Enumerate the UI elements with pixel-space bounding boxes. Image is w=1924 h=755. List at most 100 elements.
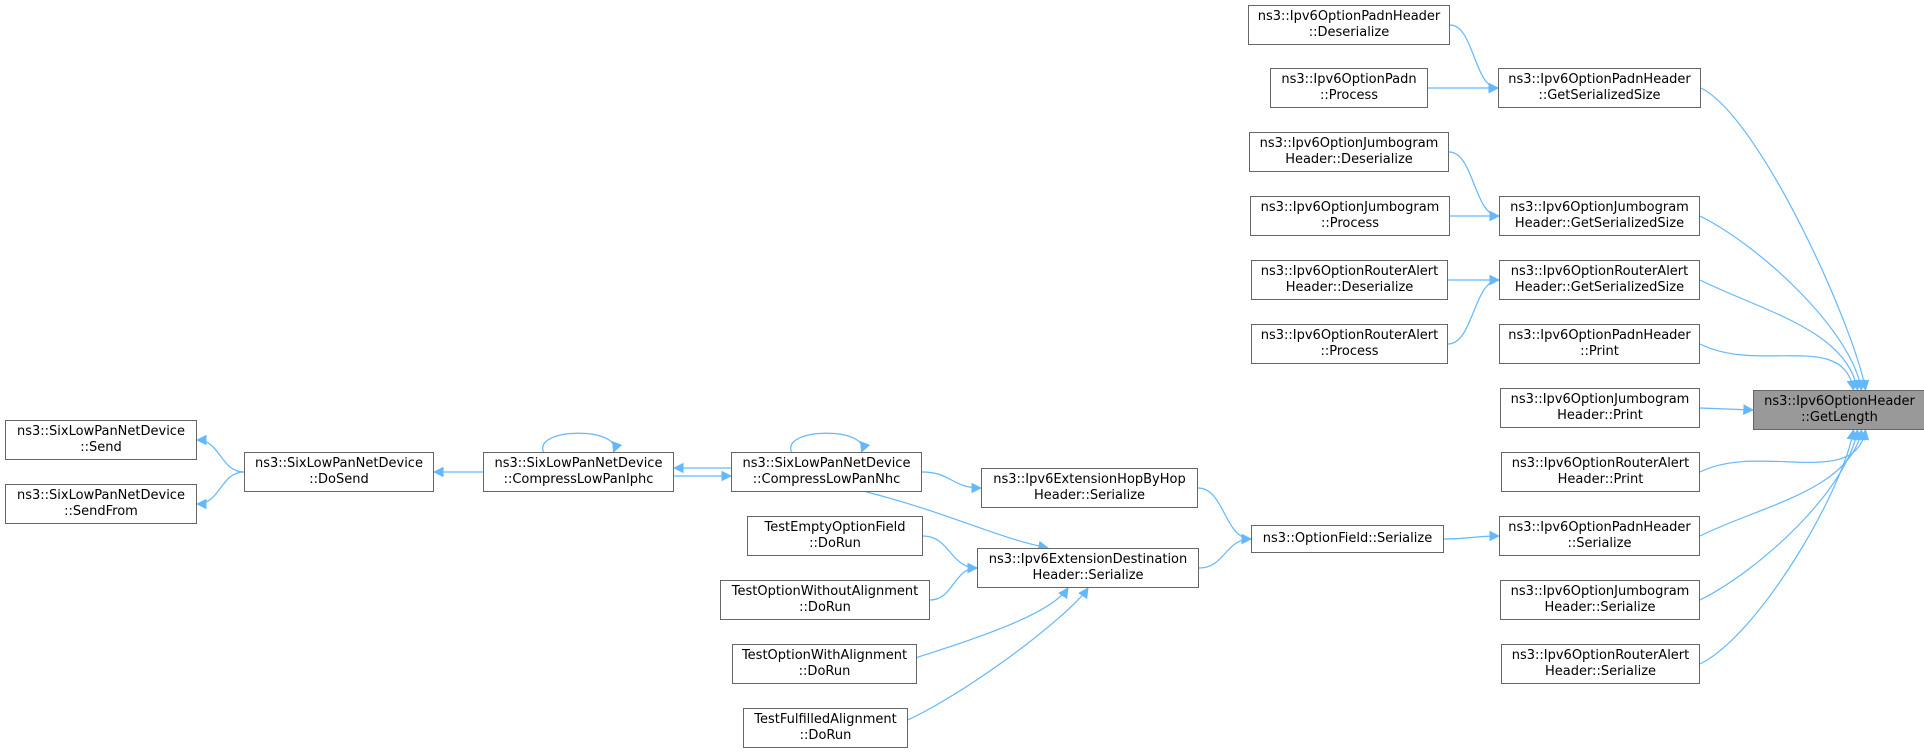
node-test-fulfilled-alignment[interactable]: TestFulfilledAlignment::DoRun [743,708,908,748]
node-send-from[interactable]: ns3::SixLowPanNetDevice::SendFrom [5,484,197,524]
node-label-line: ns3::Ipv6OptionRouterAlert [1511,456,1690,471]
node-label-line: ns3::Ipv6OptionPadnHeader [1508,328,1691,343]
node-label-line: ::SendFrom [64,504,138,519]
node-label-line: ns3::SixLowPanNetDevice [255,456,423,471]
node-label-line: ns3::SixLowPanNetDevice [17,488,185,503]
node-label-line: ::CompressLowPanIphc [503,472,654,487]
edge-ra_ser-to-root [1699,428,1858,665]
node-padn-get-serialized-size[interactable]: ns3::Ipv6OptionPadnHeader::GetSerialized… [1498,68,1701,108]
node-send[interactable]: ns3::SixLowPanNetDevice::Send [5,420,197,460]
edge-padn_deser-to-padn_gss [1449,24,1500,94]
node-label-line: ::Process [1320,216,1380,231]
node-label-line: Header::Deserialize [1285,280,1414,295]
node-label-line: ns3::Ipv6OptionPadnHeader [1257,9,1441,24]
node-padn-deserialize[interactable]: ns3::Ipv6OptionPadnHeader::Deserialize [1248,5,1450,45]
node-router-alert-process[interactable]: ns3::Ipv6OptionRouterAlert::Process [1251,324,1448,364]
node-label-line: ns3::Ipv6OptionRouterAlert [1510,264,1689,279]
node-label-line: ns3::Ipv6ExtensionHopByHop [993,472,1186,487]
node-test-option-with-alignment[interactable]: TestOptionWithAlignment::DoRun [732,644,917,684]
node-label-line: Header::Serialize [1033,488,1146,503]
node-label-line: ns3::Ipv6OptionRouterAlert [1260,328,1439,343]
node-label-line: ns3::Ipv6OptionPadn [1281,72,1417,87]
node-test-empty-option-field[interactable]: TestEmptyOptionField::DoRun [747,516,923,556]
node-label-line: ::DoRun [799,600,851,615]
edge-hbh_ser-to-optfield_ser [1197,487,1253,545]
node-label-line: ns3::Ipv6OptionPadnHeader [1508,520,1691,535]
edge-dosend-to-sendfrom [195,471,245,510]
node-label-line: ::Process [1320,344,1379,359]
node-do-send[interactable]: ns3::SixLowPanNetDevice::DoSend [244,452,434,492]
node-label-line: ::GetSerializedSize [1538,88,1661,103]
edge-jumbo_gss-to-root [1699,215,1866,392]
node-root: ns3::Ipv6OptionHeader::GetLength [1753,390,1924,430]
edge-padn_gss-to-root [1700,87,1870,392]
node-padn-serialize[interactable]: ns3::Ipv6OptionPadnHeader::Serialize [1499,516,1700,556]
edge-iphc-to-iphc [542,432,623,454]
node-label-line: Header::Serialize [1544,664,1657,679]
edge-t_empty-to-dest_ser [922,535,979,574]
edge-jumbo_print-to-root [1699,404,1755,416]
node-label-line: ::Deserialize [1308,25,1390,40]
node-label-line: Header::Serialize [1032,568,1144,583]
node-label-line: Header::Deserialize [1285,152,1413,167]
node-label-line: ::Send [80,440,122,455]
node-label-line: ns3::Ipv6OptionRouterAlert [1511,648,1690,663]
node-label-line: ns3::SixLowPanNetDevice [494,456,663,471]
edge-ra_gss-to-root [1699,279,1862,392]
edge-padn_ser-to-root [1699,428,1866,537]
node-label-line: Header::Print [1557,408,1643,423]
edge-optfield_ser-to-padn_ser [1443,530,1501,542]
edge-nhc-to-dest_ser [866,491,1050,552]
edge-dest_ser-to-optfield_ser [1198,533,1253,569]
node-compress-lowpan-nhc[interactable]: ns3::SixLowPanNetDevice::CompressLowPanN… [731,452,922,492]
node-label-line: TestEmptyOptionField [764,520,906,535]
node-label-line: ns3::SixLowPanNetDevice [742,456,911,471]
node-label-line: ::DoRun [799,728,852,743]
edge-t_without-to-dest_ser [929,562,979,601]
node-label-line: TestOptionWithoutAlignment [731,584,919,599]
edge-ra_proc-to-ra_gss [1447,274,1501,345]
node-label-line: ns3::Ipv6OptionJumbogram [1259,136,1439,151]
node-label-line: ns3::Ipv6ExtensionDestination [988,552,1188,567]
node-padn-print[interactable]: ns3::Ipv6OptionPadnHeader::Print [1499,324,1700,364]
node-test-option-without-alignment[interactable]: TestOptionWithoutAlignment::DoRun [720,580,930,620]
node-label-line: ns3::Ipv6OptionJumbogram [1510,200,1689,215]
node-label-line: ::Process [1319,88,1379,103]
node-jumbogram-process[interactable]: ns3::Ipv6OptionJumbogram::Process [1250,196,1450,236]
node-label-line: Header::GetSerializedSize [1514,216,1685,231]
node-padn-process[interactable]: ns3::Ipv6OptionPadn::Process [1270,68,1428,108]
edge-nhc-to-hbh_ser [921,471,983,494]
node-label-line: Header::GetSerializedSize [1514,280,1685,295]
edge-t_with-to-dest_ser [896,587,1069,665]
node-label-line: ::CompressLowPanNhc [752,472,901,487]
node-label-line: ::DoRun [798,664,851,679]
node-label-line: ::GetLength [1801,410,1878,425]
edge-nhc-to-nhc [790,432,871,454]
node-compress-lowpan-iphc[interactable]: ns3::SixLowPanNetDevice::CompressLowPanI… [483,452,674,492]
node-label-line: ns3::Ipv6OptionRouterAlert [1260,264,1439,279]
node-label-line: ::Print [1580,344,1619,359]
edge-jumbo_deser-to-jumbo_gss [1448,151,1501,222]
node-label-line: ns3::Ipv6OptionPadnHeader [1508,72,1691,87]
node-label-line: ns3::Ipv6OptionJumbogram [1510,392,1690,407]
node-label-line: ::Serialize [1567,536,1632,551]
node-label-line: ns3::Ipv6OptionJumbogram [1510,584,1690,599]
node-label-line: ns3::SixLowPanNetDevice [17,424,185,439]
edge-padn_print-to-root [1699,343,1858,392]
edge-ra_print-to-root [1699,428,1870,473]
node-label-line: ns3::OptionField::Serialize [1262,531,1433,546]
node-option-field-serialize[interactable]: ns3::OptionField::Serialize [1251,525,1444,553]
node-label-line: ns3::Ipv6OptionHeader [1764,394,1915,409]
